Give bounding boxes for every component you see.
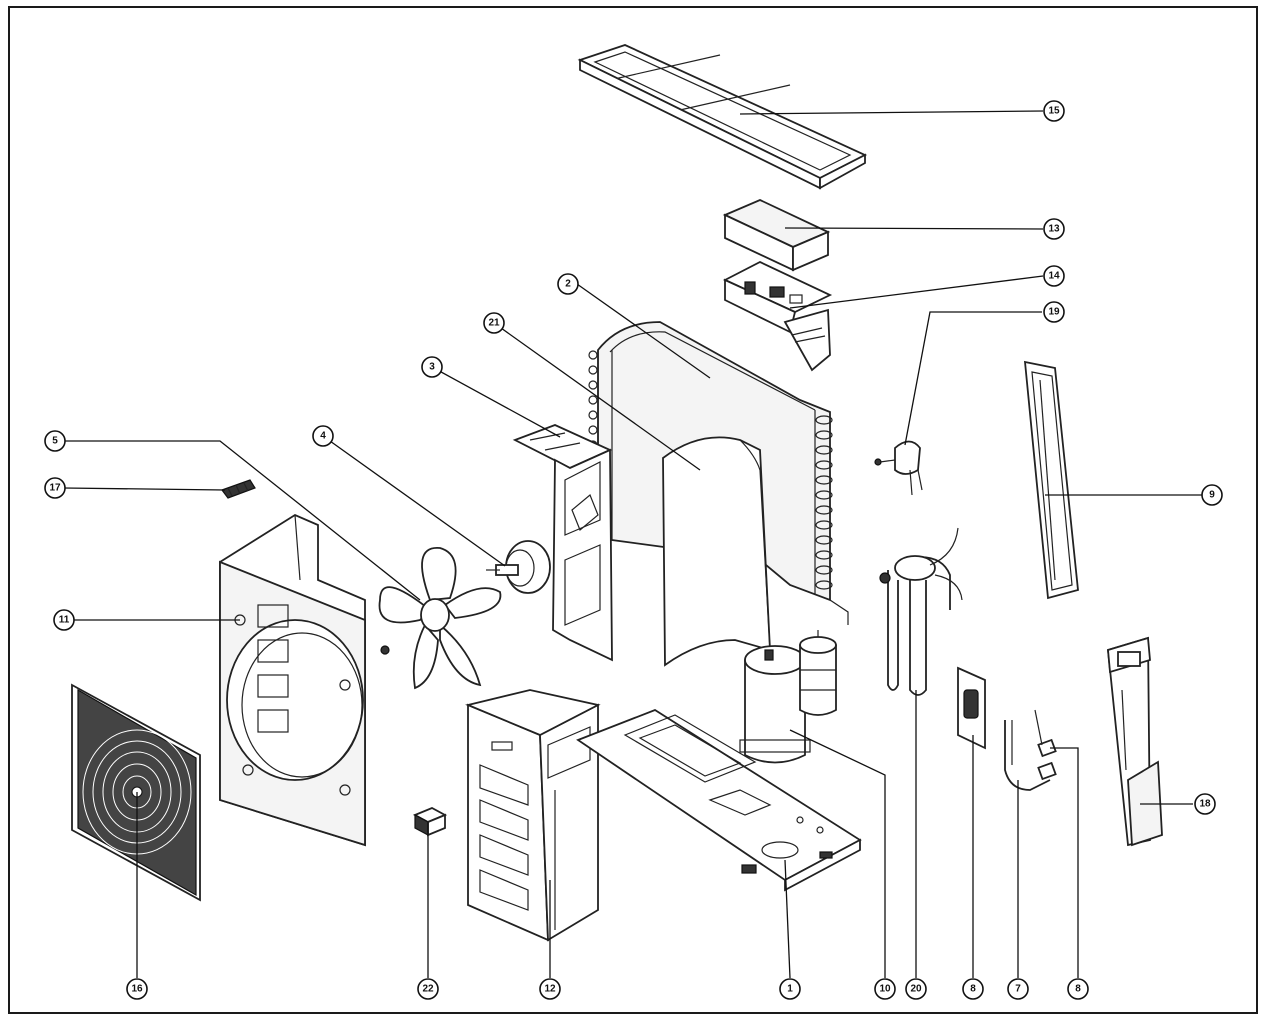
callout-2: 2 — [557, 273, 579, 295]
callout-13: 13 — [1043, 218, 1065, 240]
callout-label: 11 — [59, 615, 70, 626]
part-electric-box-cover — [722, 199, 831, 272]
callout-12: 12 — [539, 978, 561, 1000]
callout-circle — [557, 273, 579, 295]
callout-11: 11 — [53, 609, 75, 631]
part-compressor — [739, 630, 837, 764]
part-top-cover — [577, 44, 868, 190]
callout-1: 1 — [779, 978, 801, 1000]
part-control-board — [722, 260, 833, 372]
leader-lines — [55, 110, 1202, 979]
callout-label: 18 — [1199, 799, 1211, 810]
callout-label: 2 — [565, 279, 571, 290]
part-motor-bracket — [512, 424, 613, 662]
callout-circle — [1043, 218, 1065, 240]
callout-circle — [44, 430, 66, 452]
callout-label: 10 — [879, 984, 891, 995]
callout-8: 8 — [962, 978, 984, 1000]
callout-15: 15 — [1043, 100, 1065, 122]
callout-label: 8 — [1075, 984, 1081, 995]
callout-label: 21 — [488, 318, 500, 329]
callout-label: 17 — [49, 483, 61, 494]
callout-label: 16 — [131, 984, 143, 995]
part-fan-blade — [378, 547, 502, 690]
callout-label: 13 — [1048, 224, 1060, 235]
callout-circle — [1201, 484, 1223, 506]
callout-circle — [483, 312, 505, 334]
callout-circle — [1043, 100, 1065, 122]
callout-16: 16 — [126, 978, 148, 1000]
callout-8: 8 — [1067, 978, 1089, 1000]
callout-label: 9 — [1209, 490, 1215, 501]
callout-circle — [905, 978, 927, 1000]
callout-circle — [1194, 793, 1216, 815]
callout-circle — [874, 978, 896, 1000]
callout-label: 15 — [1048, 106, 1060, 117]
callout-circle — [421, 356, 443, 378]
callout-label: 12 — [544, 984, 556, 995]
part-connecting-pipe — [1004, 720, 1051, 791]
part-handle — [412, 807, 448, 837]
callout-14: 14 — [1043, 265, 1065, 287]
callout-5: 5 — [44, 430, 66, 452]
diagram-frame — [8, 6, 1258, 1014]
part-valve-piping — [879, 527, 963, 696]
callout-label: 8 — [970, 984, 976, 995]
part-front-panel — [219, 513, 366, 847]
callout-circle — [539, 978, 561, 1000]
part-valve-coil — [874, 440, 923, 496]
part-clip — [221, 479, 256, 499]
callout-label: 7 — [1015, 984, 1021, 995]
part-service-valves — [1034, 709, 1057, 781]
callout-7: 7 — [1007, 978, 1029, 1000]
callout-layer: 15 13 14 19 2 21 3 4 5 17 9 11 18 16 22 12 1 10 20 8 7 8 — [44, 100, 1223, 1000]
part-front-grille — [71, 683, 201, 902]
part-partition-plate — [662, 436, 771, 667]
callout-label: 20 — [910, 984, 922, 995]
callout-circle — [1043, 301, 1065, 323]
callout-circle — [962, 978, 984, 1000]
callout-label: 5 — [52, 436, 58, 447]
callout-label: 22 — [422, 984, 434, 995]
part-fan-motor — [486, 540, 551, 594]
part-right-side-panel — [1023, 360, 1079, 600]
part-right-front-panel — [465, 689, 601, 942]
callout-circle — [44, 477, 66, 499]
callout-3: 3 — [421, 356, 443, 378]
callout-20: 20 — [905, 978, 927, 1000]
part-side-panel-handle — [1107, 636, 1163, 847]
callout-22: 22 — [417, 978, 439, 1000]
callout-label: 1 — [787, 984, 793, 995]
callout-circle — [417, 978, 439, 1000]
callout-circle — [312, 425, 334, 447]
callout-circle — [53, 609, 75, 631]
callout-label: 4 — [320, 431, 326, 442]
part-base-pan — [576, 708, 862, 892]
callout-4: 4 — [312, 425, 334, 447]
callout-17: 17 — [44, 477, 66, 499]
callout-label: 14 — [1048, 271, 1060, 282]
part-valve-bracket — [957, 666, 986, 750]
callout-circle — [1067, 978, 1089, 1000]
callout-circle — [779, 978, 801, 1000]
callout-21: 21 — [483, 312, 505, 334]
callout-circle — [1043, 265, 1065, 287]
callout-label: 19 — [1048, 307, 1060, 318]
callout-circle — [1007, 978, 1029, 1000]
callout-19: 19 — [1043, 301, 1065, 323]
callout-18: 18 — [1194, 793, 1216, 815]
coil-tubes-right — [815, 415, 833, 590]
callout-label: 3 — [429, 362, 435, 373]
callout-9: 9 — [1201, 484, 1223, 506]
callout-10: 10 — [874, 978, 896, 1000]
callout-circle — [126, 978, 148, 1000]
